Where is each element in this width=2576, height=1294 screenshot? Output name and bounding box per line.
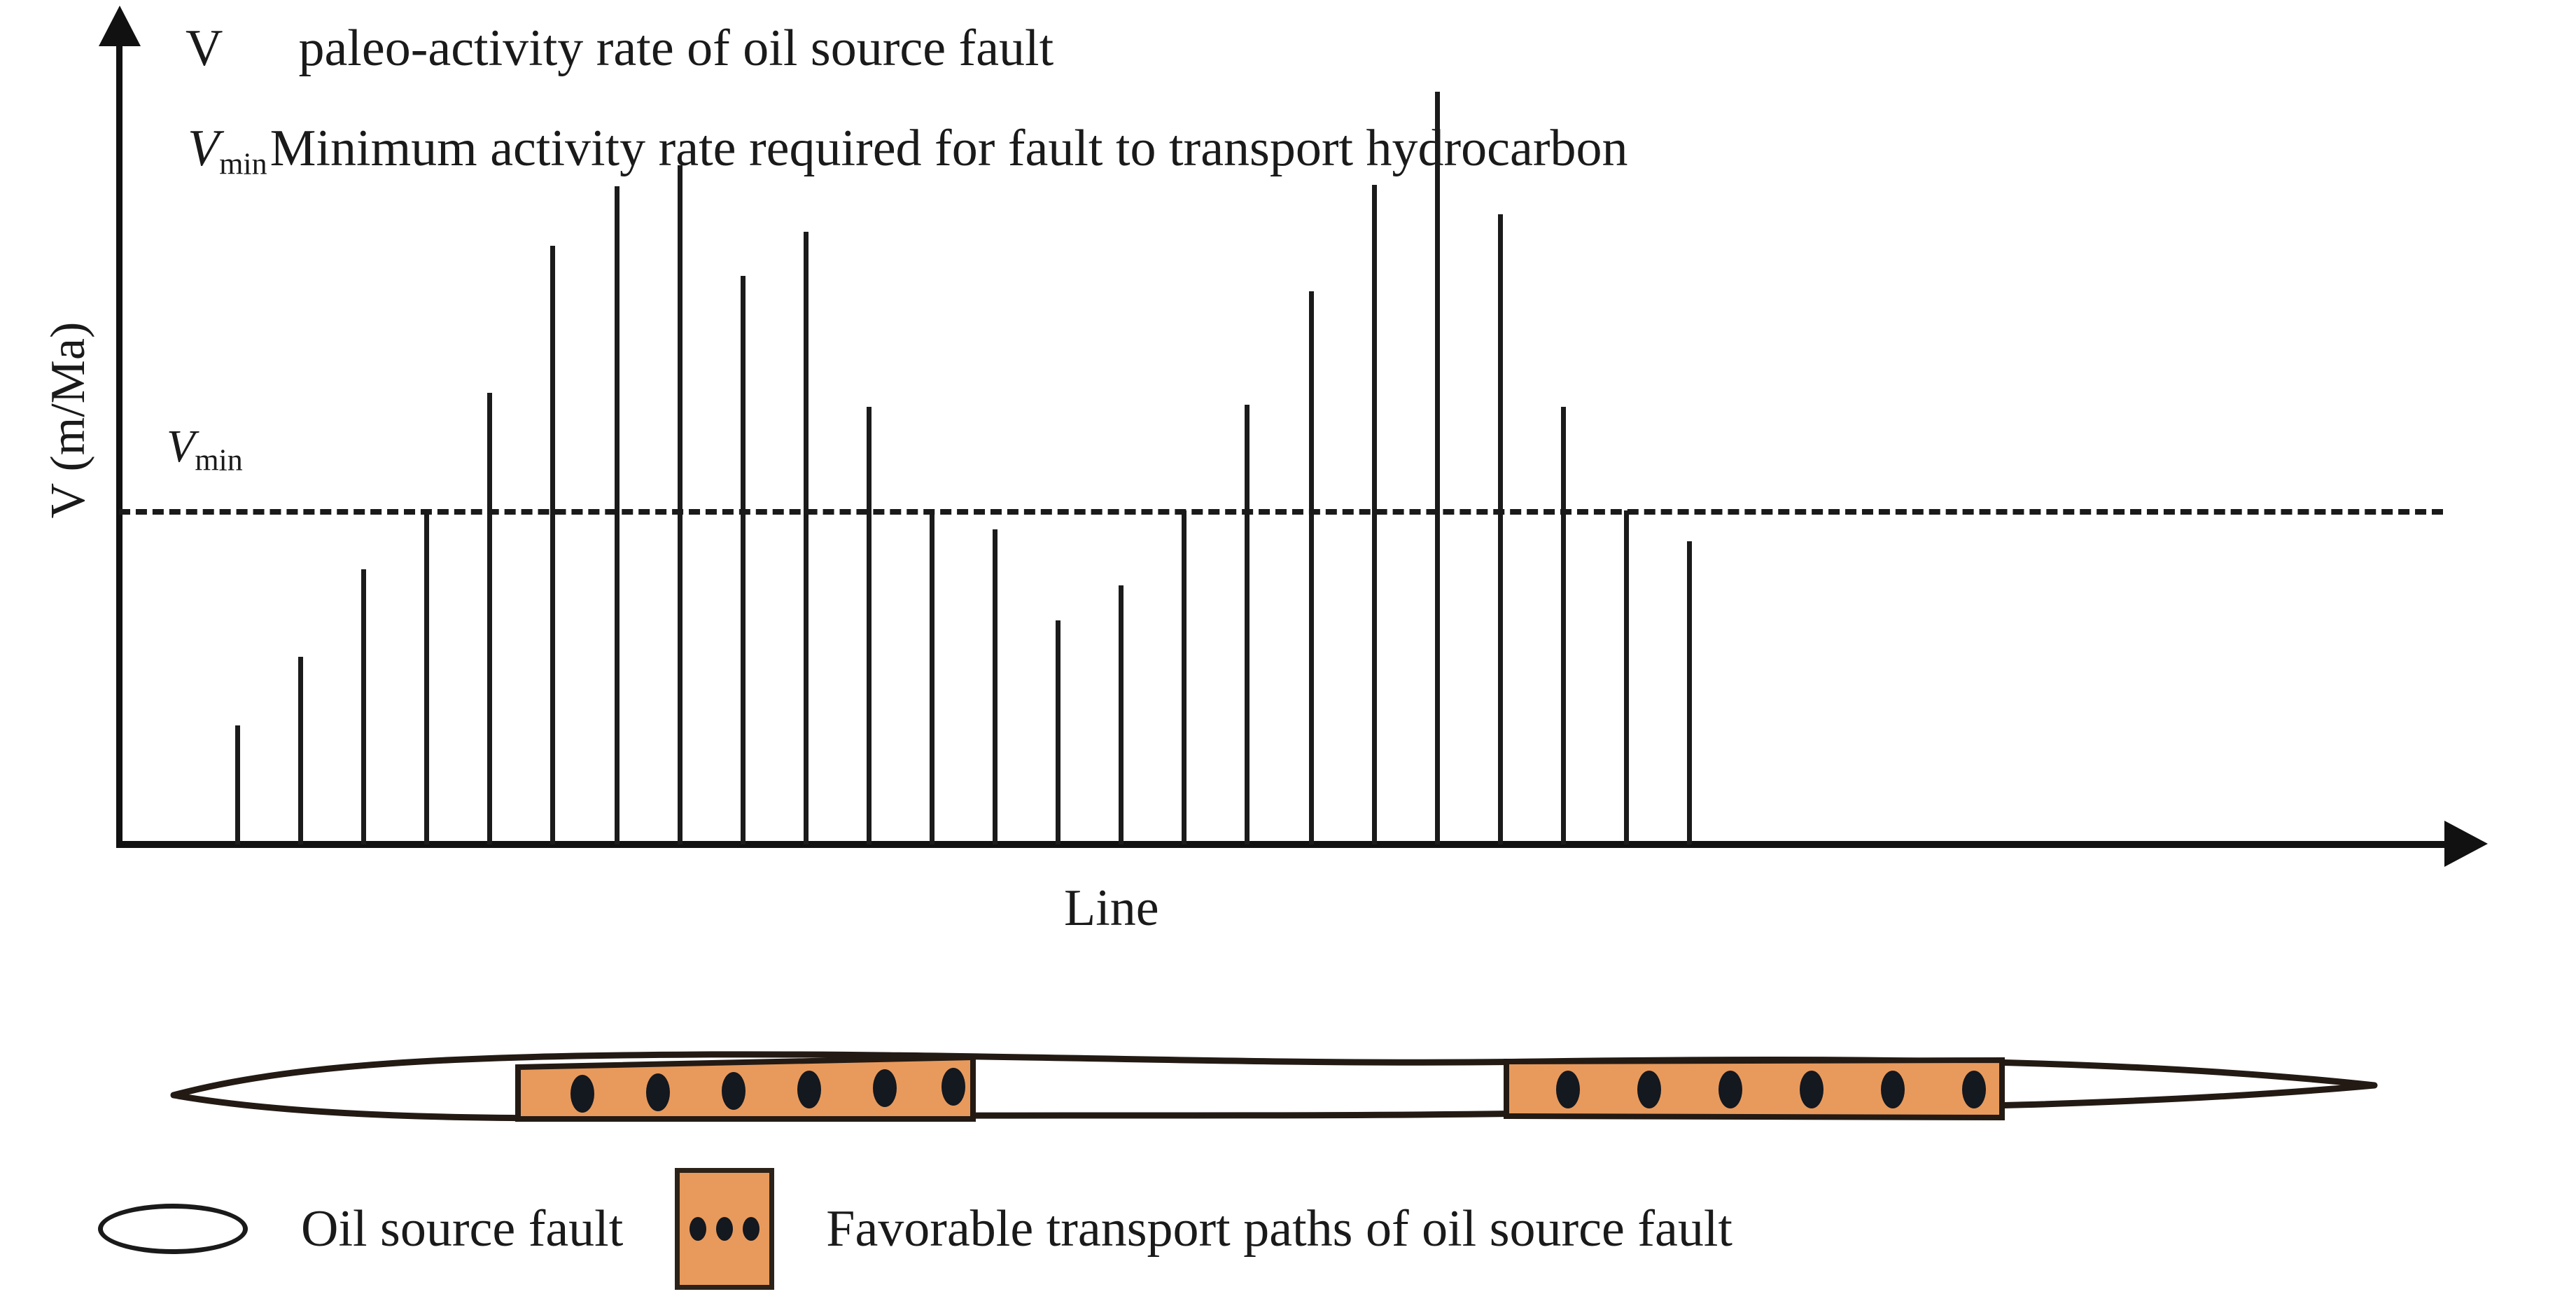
legend-dot-icon xyxy=(743,1217,760,1241)
bar xyxy=(804,232,808,844)
bar xyxy=(298,657,303,844)
favorable-segment-1 xyxy=(515,1054,976,1122)
favorable-segment-1-dots xyxy=(570,1068,965,1113)
vmin-symbol-subscript: min xyxy=(219,146,267,181)
header-legend-line-2-text: Minimum activity rate required for fault… xyxy=(270,120,1628,177)
bar-plot-area xyxy=(116,21,2454,844)
oil-source-fault-diagram xyxy=(168,1035,2380,1147)
bar xyxy=(1182,510,1186,844)
vmin-threshold-label: Vmin xyxy=(167,420,243,478)
vmin-threshold-label-subscript: min xyxy=(195,443,243,478)
favorable-segment-2-dots xyxy=(1556,1071,1986,1108)
y-axis-label: V (m/Ma) xyxy=(41,321,95,519)
bar xyxy=(1119,585,1124,844)
v-symbol: V xyxy=(186,20,223,77)
bar xyxy=(1309,291,1314,844)
y-axis-line xyxy=(116,21,122,847)
header-legend-line-2: VminMinimum activity rate required for f… xyxy=(188,123,1628,179)
bar xyxy=(424,510,429,844)
x-axis-arrowhead-icon xyxy=(2444,821,2488,867)
bar xyxy=(1687,541,1692,844)
y-axis-arrowhead-icon xyxy=(99,6,141,46)
oil-source-fault-icon xyxy=(98,1204,248,1254)
legend-dot-icon xyxy=(716,1217,734,1241)
bar xyxy=(1372,185,1377,844)
x-axis-label: Line xyxy=(1064,879,1159,937)
fault-lens-svg xyxy=(170,1051,2378,1122)
bar xyxy=(930,510,934,844)
vmin-threshold-line xyxy=(119,509,2443,515)
bar xyxy=(1498,214,1503,844)
bar xyxy=(235,725,240,844)
bar xyxy=(993,529,997,844)
figure-legend: Oil source fault Favorable transport pat… xyxy=(98,1168,1732,1290)
vmin-symbol: V xyxy=(188,120,220,177)
bar xyxy=(550,246,555,844)
favorable-segment-2 xyxy=(1504,1057,2005,1121)
x-axis-line xyxy=(116,841,2454,848)
favorable-transport-path-icon xyxy=(675,1168,775,1290)
bar xyxy=(1624,510,1629,844)
bar xyxy=(1056,620,1060,844)
bar xyxy=(1561,407,1566,844)
header-legend-line-1-text: paleo-activity rate of oil source fault xyxy=(298,20,1054,77)
bar xyxy=(741,276,746,844)
bar xyxy=(1435,92,1440,844)
legend-item-favorable-paths-label: Favorable transport paths of oil source … xyxy=(826,1200,1732,1258)
legend-item-oil-source-fault-label: Oil source fault xyxy=(301,1200,624,1258)
legend-dot-icon xyxy=(690,1217,707,1241)
bar xyxy=(615,186,620,844)
bar xyxy=(867,407,872,844)
bar xyxy=(1245,405,1250,844)
vmin-threshold-label-symbol: V xyxy=(167,421,195,472)
bar xyxy=(487,393,492,844)
bar xyxy=(678,165,682,844)
fault-lens-outline xyxy=(170,1051,2378,1122)
bar xyxy=(361,569,366,844)
